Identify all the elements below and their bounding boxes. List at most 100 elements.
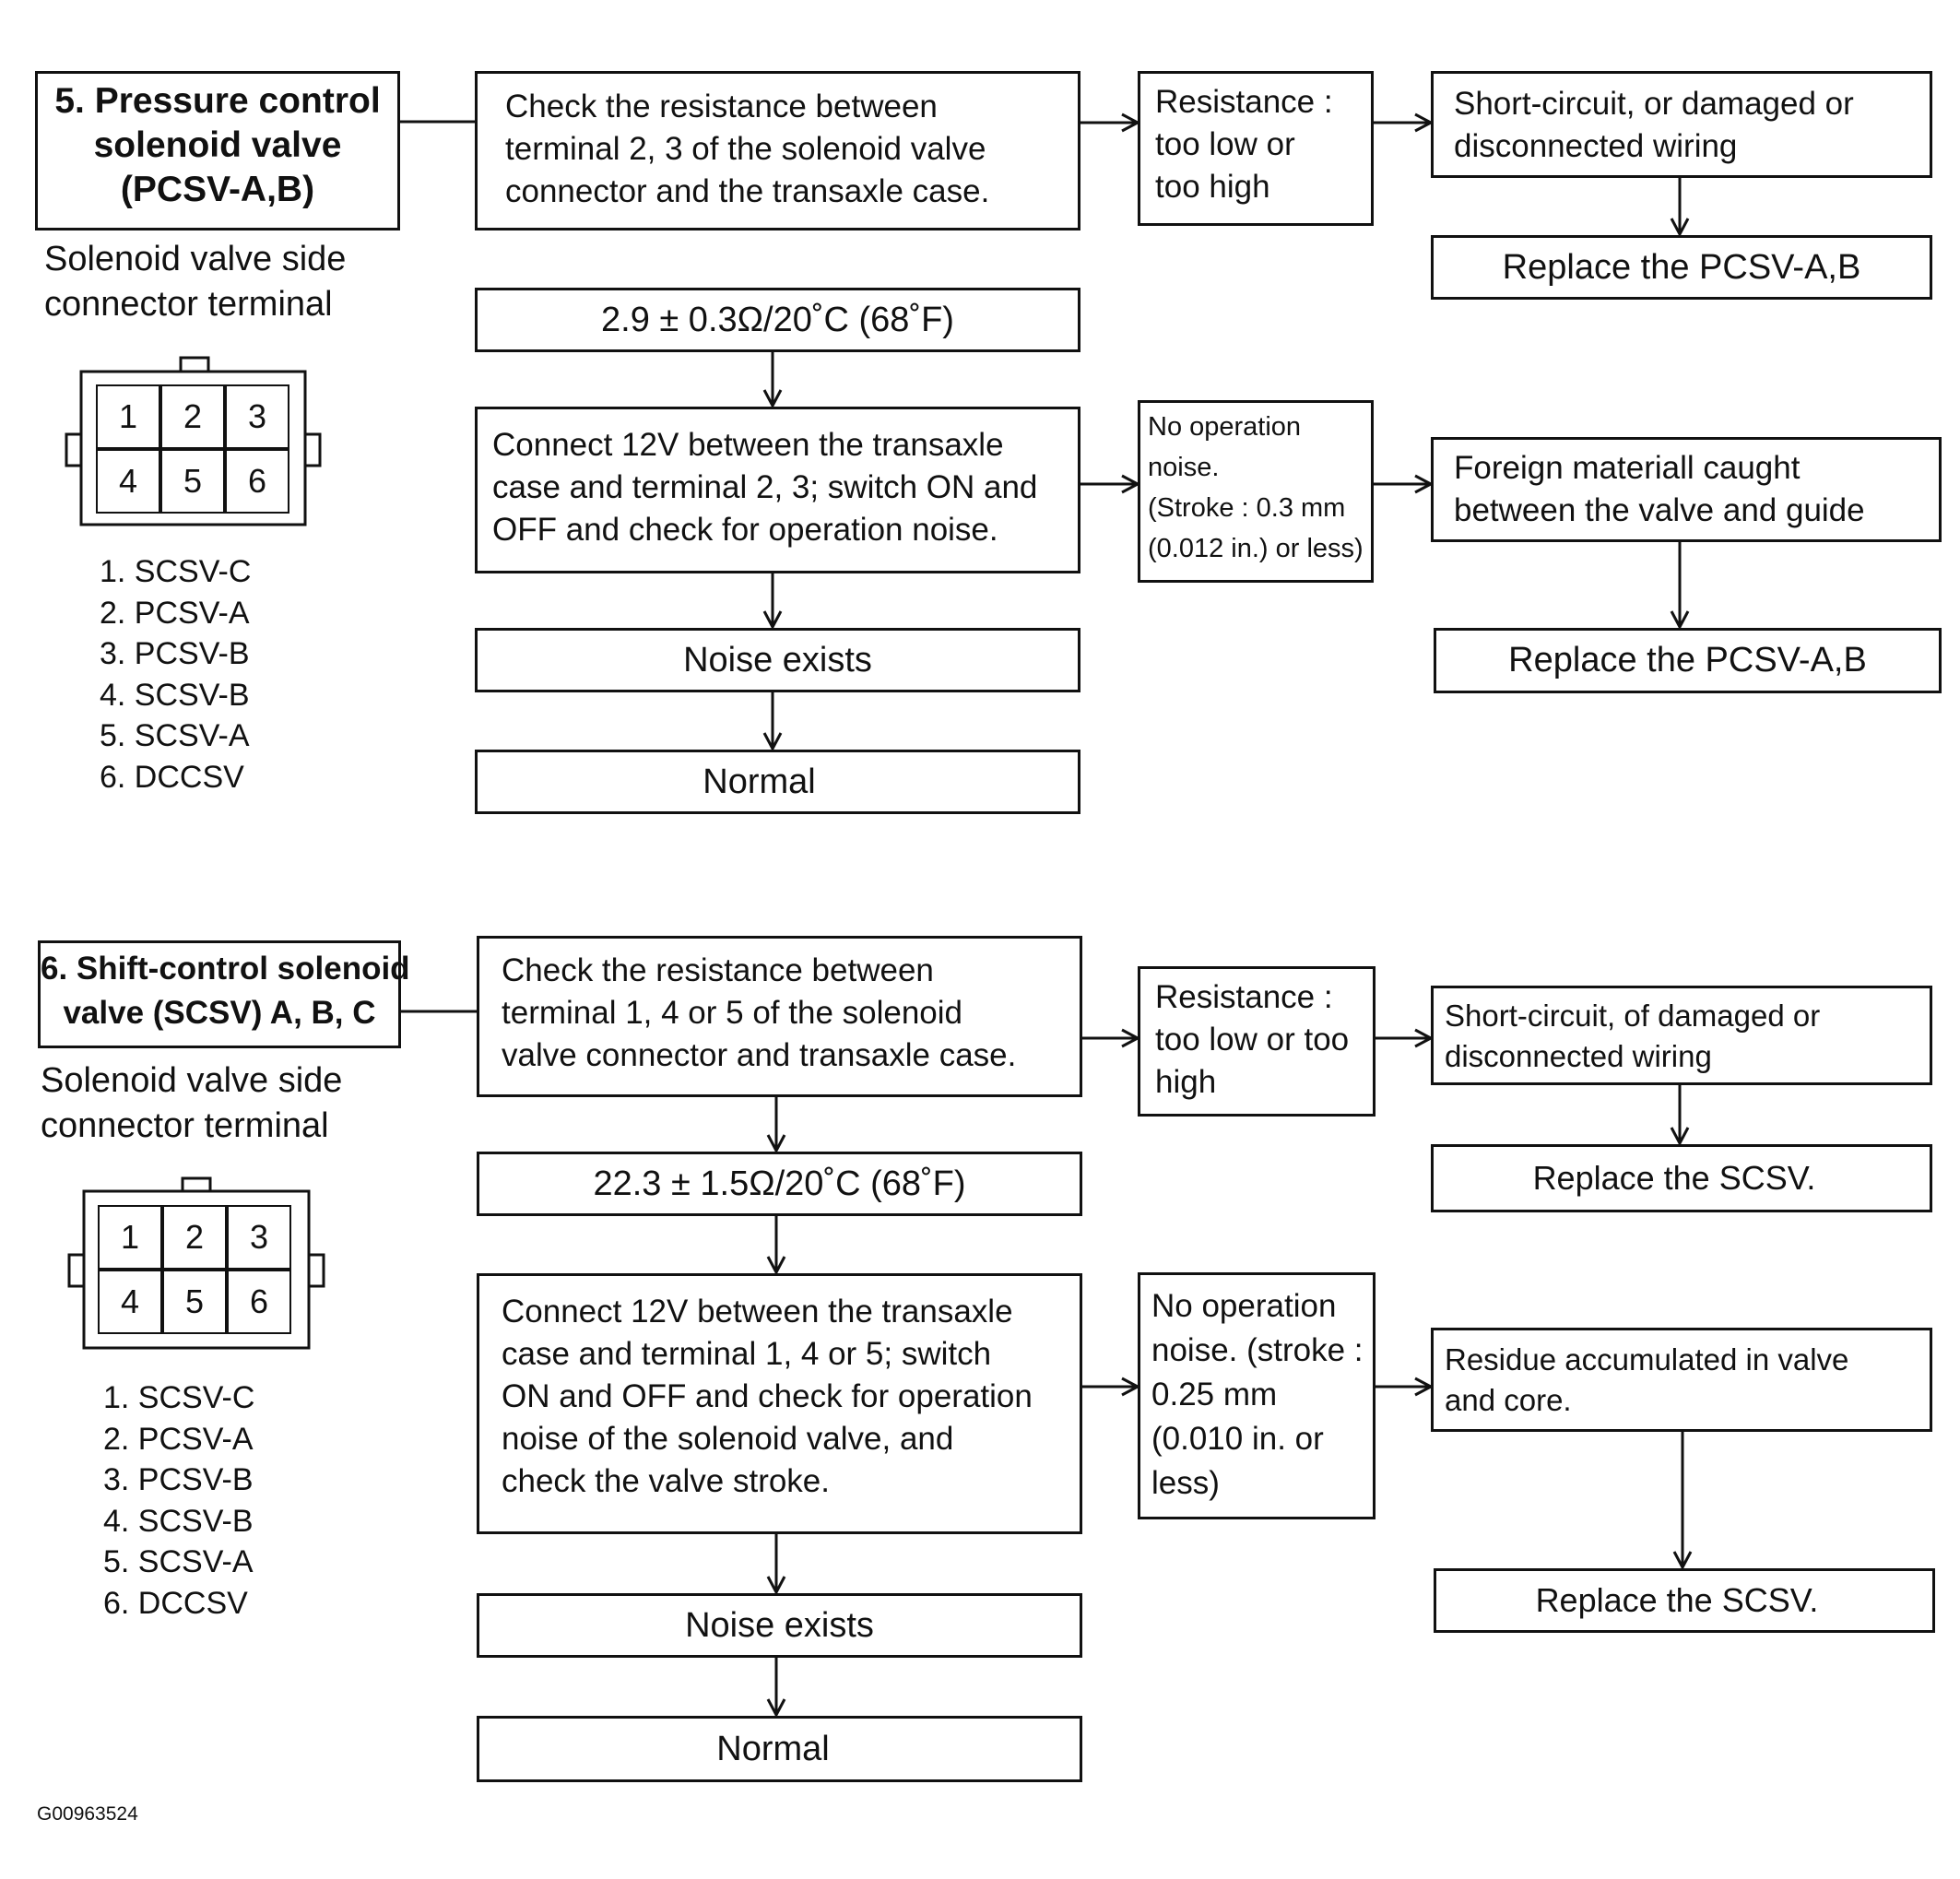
connect-line-2: case and terminal 2, 3; switch ON and — [492, 469, 1038, 505]
section-b-residue-box: Residue accumulated in valve and core. — [1431, 1328, 1932, 1432]
section-b-title-box: 6. Shift-control solenoid valve (SCSV) A… — [38, 940, 410, 1048]
no-noise-line-1: No operation — [1148, 412, 1302, 442]
section-a-title-line-2: solenoid valve — [93, 125, 342, 165]
section-a-noise-exists-box: Noise exists — [475, 628, 1080, 692]
connect-line-4: noise of the solenoid valve, and — [502, 1421, 954, 1457]
terminal-1: 1 — [96, 384, 160, 449]
section-b-title-line-1: 6. Shift-control solenoid — [41, 951, 410, 987]
section-b-check-resistance-box: Check the resistance between terminal 1,… — [477, 936, 1082, 1097]
terminal-4: 4 — [98, 1270, 162, 1334]
resistance-line-3: too high — [1155, 169, 1270, 205]
connect-line-3: OFF and check for operation noise. — [492, 512, 998, 548]
terminal-2: 2 — [160, 384, 225, 449]
section-b-noise-exists-box: Noise exists — [477, 1593, 1082, 1658]
terminal-1: 1 — [98, 1205, 162, 1270]
check-line-1: Check the resistance between — [505, 89, 938, 124]
terminal-5: 5 — [162, 1270, 227, 1334]
section-a-title-line-3: (PCSV-A,B) — [120, 170, 315, 209]
resistance-line-2: too low or — [1155, 126, 1295, 162]
section-b-replace-2-box: Replace the SCSV. — [1434, 1568, 1935, 1633]
no-noise-line-4: (0.012 in.) or less) — [1148, 534, 1364, 563]
section-a-terminal-legend: 1. SCSV-C 2. PCSV-A 3. PCSV-B 4. SCSV-B … — [100, 551, 251, 798]
no-noise-line-3: 0.25 mm — [1151, 1377, 1278, 1412]
no-noise-line-5: less) — [1151, 1465, 1220, 1501]
section-a-connect-12v-box: Connect 12V between the transaxle case a… — [475, 407, 1080, 573]
wiring-line-2: disconnected wiring — [1454, 128, 1738, 164]
section-b-caption-line-2: connector terminal — [41, 1106, 329, 1145]
section-a-replace-1-box: Replace the PCSV-A,B — [1431, 235, 1932, 300]
legend-item: 6. DCCSV — [100, 759, 244, 795]
section-a-connector-diagram: 1 2 3 4 5 6 — [65, 355, 323, 530]
section-b-resistance-fault-box: Resistance : too low or too high — [1138, 966, 1376, 1117]
section-a-check-resistance-box: Check the resistance between terminal 2,… — [475, 71, 1080, 230]
wiring-line-1: Short-circuit, or damaged or — [1454, 86, 1854, 122]
wiring-line-2: disconnected wiring — [1445, 1039, 1712, 1073]
no-noise-line-3: (Stroke : 0.3 mm — [1148, 493, 1346, 523]
foreign-line-2: between the valve and guide — [1454, 492, 1865, 528]
section-b-spec-box: 22.3 ± 1.5Ω/20˚C (68˚F) — [477, 1152, 1082, 1216]
legend-item: 6. DCCSV — [103, 1585, 248, 1621]
legend-item: 2. PCSV-A — [100, 595, 250, 631]
check-line-2: terminal 1, 4 or 5 of the solenoid — [502, 995, 963, 1031]
connect-line-2: case and terminal 1, 4 or 5; switch — [502, 1336, 992, 1372]
connect-line-5: check the valve stroke. — [502, 1463, 830, 1499]
terminal-2: 2 — [162, 1205, 227, 1270]
section-b-connect-12v-box: Connect 12V between the transaxle case a… — [477, 1273, 1082, 1534]
terminal-6: 6 — [225, 449, 289, 514]
section-b-normal-box: Normal — [477, 1716, 1082, 1782]
resistance-line-1: Resistance : — [1155, 84, 1333, 120]
section-b-connector-diagram: 1 2 3 4 5 6 — [66, 1176, 326, 1353]
terminal-5: 5 — [160, 449, 225, 514]
residue-line-2: and core. — [1445, 1383, 1572, 1417]
section-a-normal-box: Normal — [475, 750, 1080, 814]
section-b-title-line-2: valve (SCSV) A, B, C — [63, 995, 376, 1031]
check-line-1: Check the resistance between — [502, 952, 934, 988]
connect-line-1: Connect 12V between the transaxle — [502, 1294, 1013, 1329]
legend-item: 1. SCSV-C — [103, 1380, 255, 1415]
section-b-no-noise-box: No operation noise. (stroke : 0.25 mm (0… — [1138, 1272, 1376, 1519]
no-noise-line-2: noise. (stroke : — [1151, 1332, 1364, 1368]
no-noise-line-4: (0.010 in. or — [1151, 1421, 1324, 1457]
residue-line-1: Residue accumulated in valve — [1445, 1342, 1849, 1377]
section-b-replace-1-box: Replace the SCSV. — [1431, 1144, 1932, 1212]
legend-item: 5. SCSV-A — [103, 1544, 254, 1579]
foreign-line-1: Foreign materiall caught — [1454, 450, 1801, 486]
check-line-3: connector and the transaxle case. — [505, 173, 990, 209]
section-b-wiring-fault-box: Short-circuit, of damaged or disconnecte… — [1431, 986, 1932, 1085]
section-a-caption-line-2: connector terminal — [44, 285, 333, 324]
resistance-line-3: high — [1155, 1064, 1217, 1100]
terminal-3: 3 — [227, 1205, 291, 1270]
section-b-connector-caption: Solenoid valve side connector terminal — [41, 1058, 342, 1149]
section-b-terminal-legend: 1. SCSV-C 2. PCSV-A 3. PCSV-B 4. SCSV-B … — [103, 1377, 254, 1624]
figure-id-label: G00963524 — [37, 1803, 138, 1825]
section-a-resistance-fault-box: Resistance : too low or too high — [1138, 71, 1374, 226]
connect-line-3: ON and OFF and check for operation — [502, 1378, 1033, 1414]
legend-item: 4. SCSV-B — [100, 677, 250, 713]
legend-item: 3. PCSV-B — [100, 636, 250, 671]
section-a-no-noise-box: No operation noise. (Stroke : 0.3 mm (0.… — [1138, 400, 1374, 583]
section-a-replace-2-box: Replace the PCSV-A,B — [1434, 628, 1942, 693]
check-line-3: valve connector and transaxle case. — [502, 1037, 1017, 1073]
section-a-title-line-1: 5. Pressure control — [54, 81, 381, 121]
legend-item: 5. SCSV-A — [100, 718, 250, 753]
legend-item: 3. PCSV-B — [103, 1462, 254, 1497]
legend-item: 1. SCSV-C — [100, 554, 252, 589]
wiring-line-1: Short-circuit, of damaged or — [1445, 999, 1821, 1033]
section-a-foreign-material-box: Foreign materiall caught between the val… — [1431, 437, 1942, 542]
check-line-2: terminal 2, 3 of the solenoid valve — [505, 131, 986, 167]
section-b-caption-line-1: Solenoid valve side — [41, 1061, 343, 1100]
terminal-6: 6 — [227, 1270, 291, 1334]
legend-item: 2. PCSV-A — [103, 1421, 254, 1457]
section-a-wiring-fault-box: Short-circuit, or damaged or disconnecte… — [1431, 71, 1932, 178]
connect-line-1: Connect 12V between the transaxle — [492, 427, 1004, 463]
terminal-4: 4 — [96, 449, 160, 514]
terminal-3: 3 — [225, 384, 289, 449]
no-noise-line-2: noise. — [1148, 453, 1220, 482]
section-a-title-box: 5. Pressure control solenoid valve (PCSV… — [35, 71, 400, 230]
resistance-line-1: Resistance : — [1155, 979, 1333, 1015]
section-a-spec-box: 2.9 ± 0.3Ω/20˚C (68˚F) — [475, 288, 1080, 352]
section-a-caption-line-1: Solenoid valve side — [44, 240, 347, 278]
legend-item: 4. SCSV-B — [103, 1503, 254, 1539]
